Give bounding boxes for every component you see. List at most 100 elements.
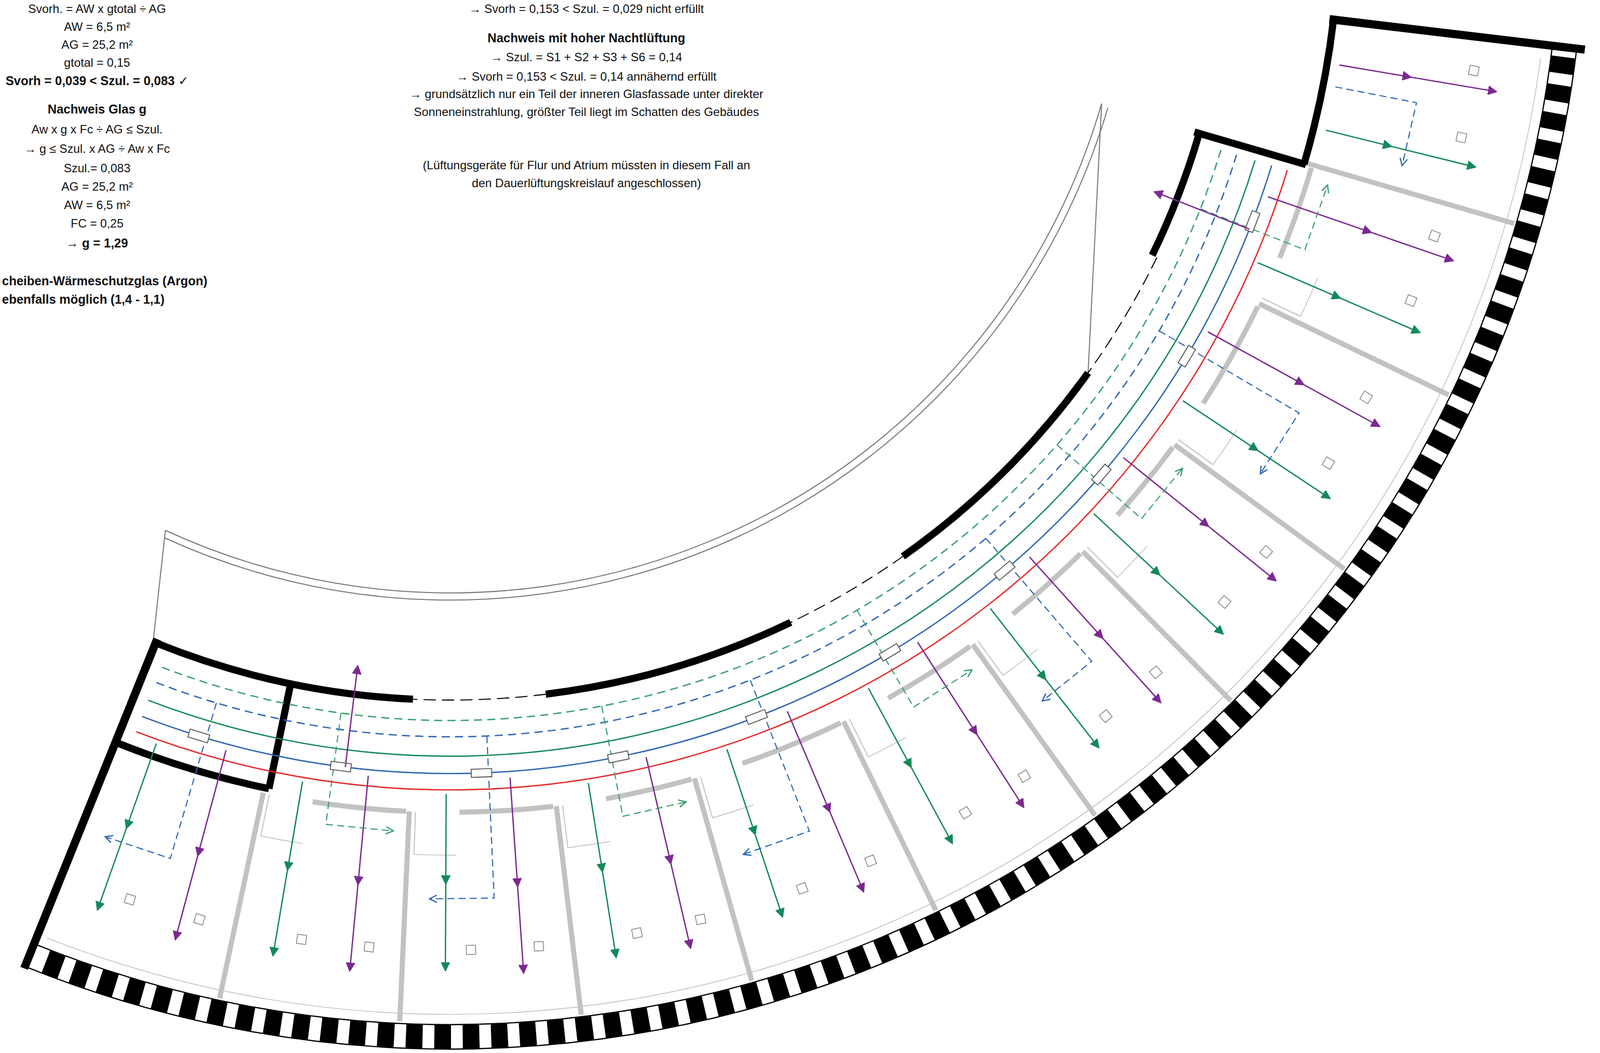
- annotation-text: → Svorh = 0,153 < Szul. = 0,029 nicht er…: [468, 0, 704, 18]
- sun-shading: [1426, 428, 1456, 456]
- annotation-text: AG = 25,2 m²: [61, 35, 133, 54]
- return-duct: [155, 154, 1237, 737]
- facade-line: [24, 48, 1577, 1049]
- annotation-text: Aw x g x Fc ÷ AG ≤ Szul.: [31, 120, 163, 139]
- annotation-text: gtotal = 0,15: [64, 53, 131, 72]
- sun-shading: [178, 992, 201, 1021]
- annotation-text: → Svorh = 0,153 < Szul. = 0,14 annähernd…: [456, 67, 717, 86]
- sun-shading: [1463, 352, 1493, 378]
- exhaust-branch: [510, 777, 524, 974]
- door-swing: [1300, 277, 1319, 317]
- door-leaf: [1261, 298, 1301, 317]
- door-leaf: [700, 776, 713, 818]
- door-swing: [1117, 546, 1147, 577]
- door-swing: [260, 835, 303, 844]
- air-outlet: [1360, 390, 1373, 404]
- wall: [1303, 19, 1334, 164]
- sun-shading: [1512, 220, 1541, 244]
- annotation-text: → Szul. = S1 + S2 + S3 + S6 = 0,14: [490, 48, 683, 67]
- wall: [1151, 134, 1199, 256]
- sun-shading: [1023, 856, 1051, 886]
- glass-wall: [1088, 257, 1157, 373]
- sun-shading: [434, 1024, 452, 1049]
- ventilation-unit: [187, 728, 210, 743]
- sun-shading: [794, 964, 818, 994]
- ventilation-unit: [1178, 345, 1196, 368]
- sun-shading: [546, 1018, 566, 1045]
- air-outlet: [796, 882, 809, 895]
- air-outlet: [1322, 457, 1335, 470]
- sun-shading: [68, 959, 93, 989]
- sun-shading: [949, 898, 976, 928]
- sun-shading: [1351, 548, 1381, 577]
- sun-shading: [262, 1009, 284, 1036]
- air-outlet: [959, 806, 972, 819]
- exhaust-branch: [917, 642, 1024, 807]
- corridor-wall: [1012, 553, 1081, 614]
- sun-shading: [347, 1020, 367, 1046]
- sun-shading: [122, 977, 146, 1006]
- sun-shading: [1181, 738, 1211, 768]
- sun-shading: [1527, 165, 1556, 188]
- annotation-text: Nachweis Glas g: [47, 100, 147, 118]
- partition-wall: [972, 644, 1096, 815]
- return-branch: [1335, 86, 1417, 166]
- corridor-wall: [459, 806, 554, 813]
- air-outlet: [631, 927, 643, 939]
- supply-branch: [97, 743, 157, 910]
- air-outlet: [124, 893, 136, 906]
- sun-shading: [462, 1024, 480, 1049]
- sun-shading: [1397, 477, 1428, 505]
- wall: [903, 372, 1089, 557]
- annotation-text: AW = 6,5 m²: [63, 196, 130, 215]
- sun-shading: [1383, 501, 1413, 530]
- sun-shading: [1474, 326, 1504, 352]
- exhaust-outlet: [345, 665, 358, 767]
- door-leaf: [562, 804, 569, 848]
- exhaust-branch: [856, 610, 972, 708]
- sun-shading: [150, 985, 173, 1014]
- exhaust-branch: [1267, 196, 1454, 261]
- supply-branch: [1325, 130, 1476, 168]
- sun-shading: [574, 1015, 594, 1042]
- door-leaf: [260, 794, 270, 836]
- sun-shading: [712, 988, 735, 1017]
- partition-wall: [556, 805, 582, 1015]
- partition-wall: [399, 811, 410, 1022]
- sun-shading: [1549, 55, 1576, 76]
- ventilation-unit: [330, 761, 352, 772]
- sun-shading: [1223, 699, 1253, 729]
- air-outlet: [296, 934, 307, 945]
- partition-wall: [1258, 303, 1449, 395]
- air-outlet: [1018, 769, 1031, 783]
- exhaust-branch: [1207, 332, 1380, 427]
- sun-shading: [1451, 378, 1482, 404]
- annotation-text: Szul.= 0,083: [63, 159, 131, 178]
- door-leaf: [977, 640, 1004, 676]
- exhaust-branch: [1339, 65, 1496, 92]
- wall: [1329, 18, 1586, 50]
- annotation-text: ebenfalls möglich (1,4 - 1,1): [1, 290, 165, 309]
- door-leaf: [1178, 439, 1214, 465]
- sun-shading: [1544, 83, 1572, 104]
- annotation-text: cheiben-Wärmeschutzglas (Argon): [1, 271, 208, 290]
- ventilation-unit: [607, 750, 629, 763]
- ventilation-unit: [879, 643, 902, 662]
- sun-shading: [41, 949, 66, 979]
- exhaust-branch: [1123, 457, 1276, 581]
- annotation-text: Nachweis mit hoher Nachtlüftung: [487, 28, 686, 47]
- sun-shading: [1116, 792, 1145, 822]
- wall: [155, 642, 414, 699]
- wall: [1194, 131, 1306, 165]
- sun-shading: [630, 1007, 651, 1034]
- sun-shading: [1139, 774, 1168, 804]
- sun-shading: [1093, 808, 1122, 839]
- exhaust-branch: [646, 757, 691, 948]
- air-outlet: [193, 913, 206, 925]
- air-outlet: [694, 914, 706, 925]
- partition-wall: [219, 792, 264, 999]
- supply-branch: [588, 783, 617, 958]
- air-outlet: [1149, 665, 1163, 679]
